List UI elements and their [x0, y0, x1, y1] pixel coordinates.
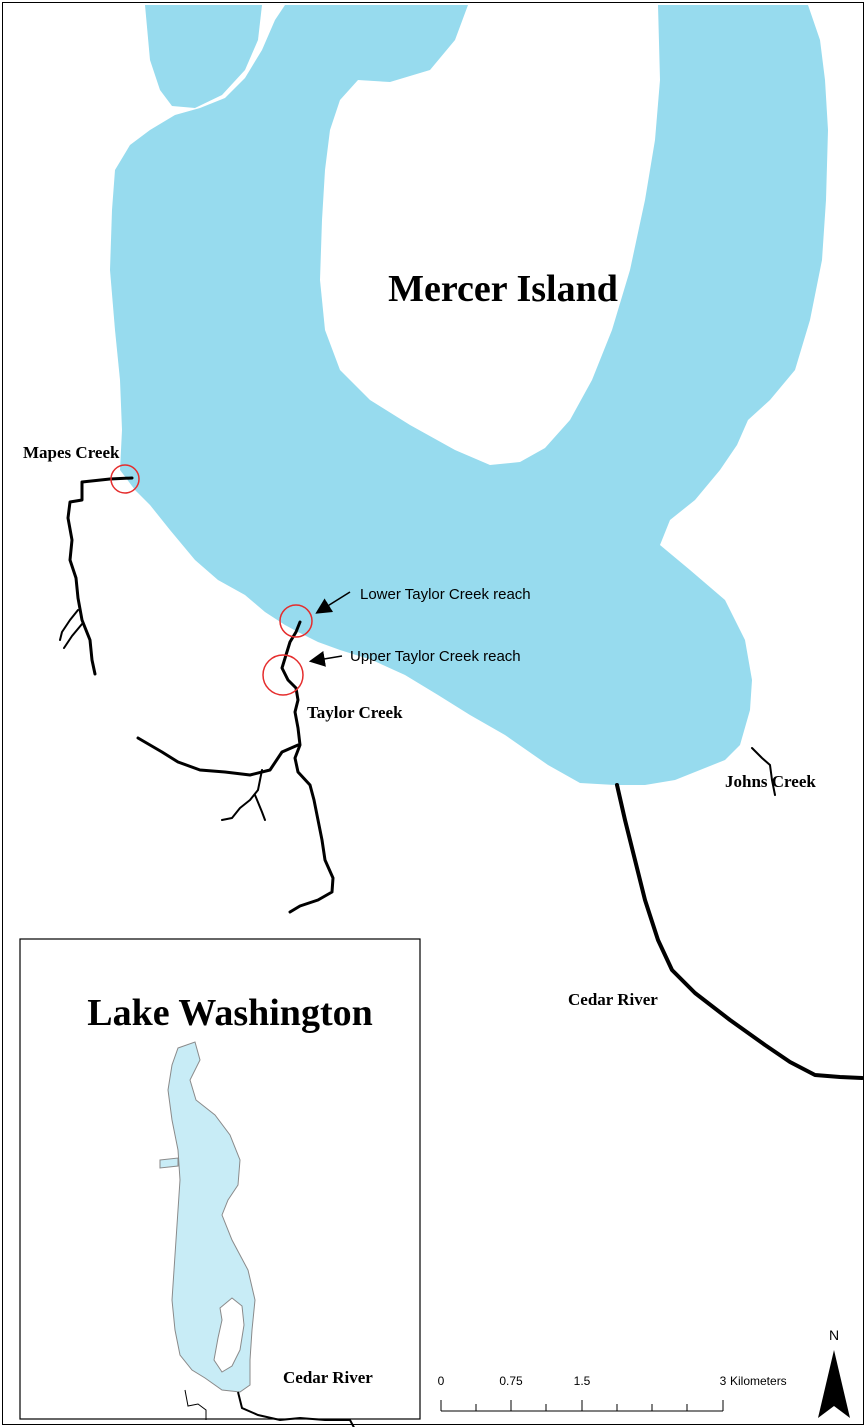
north-arrow-right [834, 1350, 850, 1418]
taylor-creek-south-branch [221, 769, 266, 821]
scale-unit: Kilometers [730, 1374, 787, 1388]
upper-reach-arrow [308, 651, 343, 667]
inset-cedar-river [237, 1391, 355, 1427]
cedar-river-stream [615, 783, 864, 1080]
upper-taylor-circle [262, 654, 304, 696]
mapes-creek-branch [59, 609, 83, 649]
north-arrow-left [818, 1350, 834, 1418]
northwest-lake-patch [145, 5, 262, 108]
scale-label-15: 1.5 [574, 1374, 591, 1388]
reach-markers [110, 464, 313, 696]
north-label: N [829, 1327, 839, 1343]
inset-mercer-island [213, 1297, 245, 1373]
scale-label-3: 3 [720, 1374, 727, 1388]
scale-label-075: 0.75 [499, 1374, 523, 1388]
taylor-creek-label: Taylor Creek [307, 703, 403, 722]
lake-water [110, 5, 828, 785]
johns-creek-stream [751, 747, 776, 796]
streams [59, 476, 864, 1080]
inset-cedar-label: Cedar River [283, 1368, 373, 1387]
cedar-river-label: Cedar River [568, 990, 658, 1009]
upper-reach-label: Upper Taylor Creek reach [350, 648, 521, 665]
mapes-creek-stream [66, 476, 134, 676]
inset-title: Lake Washington [87, 992, 372, 1034]
johns-creek-label: Johns Creek [725, 772, 816, 791]
mercer-island-label: Mercer Island [388, 268, 618, 310]
inset-map: Lake Washington Cedar River [19, 938, 421, 1427]
scale-bar: 0 0.75 1.5 3 Kilometers [438, 1374, 787, 1412]
north-arrow: N [818, 1327, 850, 1418]
lower-reach-arrow [315, 591, 351, 614]
taylor-creek-stream [280, 620, 335, 914]
taylor-creek-west-branch [136, 736, 300, 777]
inset-inlet [159, 1157, 179, 1169]
scale-label-0: 0 [438, 1374, 445, 1388]
inset-tributary [184, 1389, 207, 1420]
mapes-creek-circle [110, 464, 140, 494]
lower-taylor-circle [279, 604, 313, 638]
mapes-creek-label: Mapes Creek [23, 443, 120, 462]
lower-reach-label: Lower Taylor Creek reach [360, 586, 531, 603]
